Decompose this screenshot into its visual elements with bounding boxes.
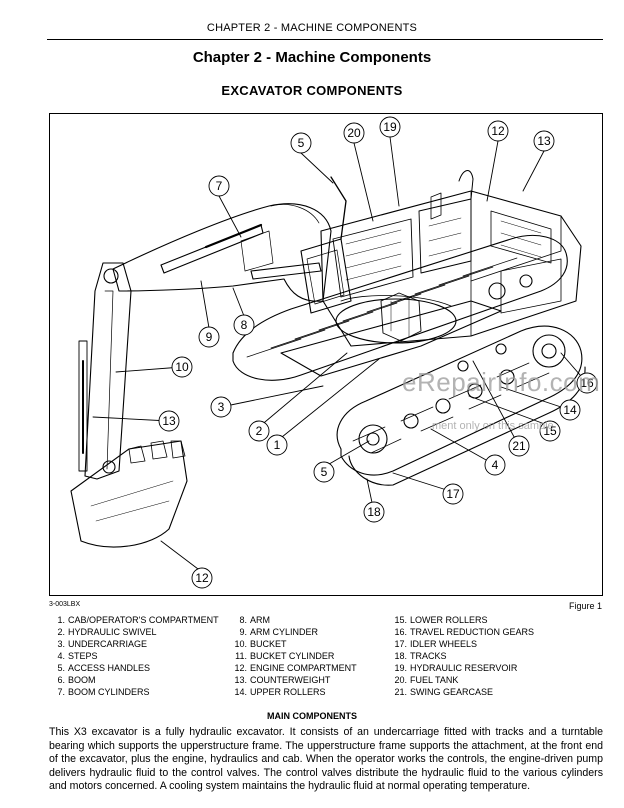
- callout-18: [363, 501, 385, 523]
- callout-10: [191, 567, 213, 589]
- header-rule: [47, 39, 603, 40]
- callout-label: 16: [580, 376, 594, 390]
- callout-label: 8: [241, 318, 248, 332]
- callout-17: [442, 483, 464, 505]
- callout-label: 2: [256, 424, 263, 438]
- callout-11: [158, 410, 180, 432]
- legend-item: 3.UNDERCARRIAGE: [57, 639, 148, 649]
- callout-3: [210, 396, 232, 418]
- legend-item: 12.ENGINE COMPARTMENT: [234, 663, 357, 673]
- callout-label: 12: [195, 571, 209, 585]
- legend-item: 18.TRACKS: [394, 651, 447, 661]
- callout-1: [266, 434, 288, 456]
- callout-label: 19: [383, 120, 397, 134]
- callout-8: [171, 356, 193, 378]
- front-track: [336, 325, 586, 486]
- legend-item: 14.UPPER ROLLERS: [234, 687, 326, 697]
- callouts: [158, 116, 598, 589]
- callout-2: [248, 420, 270, 442]
- callout-13: [533, 130, 555, 152]
- legend-item: 9.ARM CYLINDER: [239, 627, 319, 637]
- cab: [300, 176, 352, 314]
- callout-label: 9: [206, 330, 213, 344]
- callout-19: [379, 116, 401, 138]
- running-header: CHAPTER 2 - MACHINE COMPONENTS: [206, 22, 418, 34]
- callout-label: 20: [347, 126, 361, 140]
- legend-item: 2.HYDRAULIC SWIVEL: [57, 627, 157, 637]
- figure-code: 3-003LBX: [49, 601, 81, 608]
- callout-21: [508, 435, 530, 457]
- callout-label: 15: [543, 424, 557, 438]
- legend-item: 20.FUEL TANK: [394, 675, 459, 685]
- callout-label: 13: [162, 414, 176, 428]
- body-paragraph: This X3 excavator is a fully hydraulic e…: [49, 726, 603, 793]
- boom-cylinders: [160, 223, 322, 280]
- callout-label: 5: [321, 465, 328, 479]
- upperstructure: [320, 170, 582, 347]
- figure-label: Figure 1: [568, 601, 602, 611]
- watermark-notice: ment only on this sample: [432, 420, 554, 432]
- legend-item: 5.ACCESS HANDLES: [57, 663, 151, 673]
- legend-item: 10.BUCKET: [234, 639, 287, 649]
- excavator-drawing: 5 20 19 7 12 13 9 8 10 13 12 3 2 1 5 4 1…: [70, 116, 598, 589]
- callout-20: [343, 122, 365, 144]
- callout-label: 7: [216, 179, 223, 193]
- legend-item: 13.COUNTERWEIGHT: [234, 675, 331, 685]
- callout-9: [198, 326, 220, 348]
- legend-item: 16.TRAVEL REDUCTION GEARS: [394, 627, 535, 637]
- callout-14: [559, 399, 581, 421]
- legend-item: 17.IDLER WHEELS: [394, 639, 478, 649]
- callout-5a: [290, 132, 312, 154]
- legend-item: 11.BUCKET CYLINDER: [235, 651, 335, 661]
- legend-item: 7.BOOM CYLINDERS: [57, 687, 150, 697]
- callout-label: 1: [274, 438, 281, 452]
- callout-numbers: 5 20 19 7 12 13 9 8 10 13 12 3 2 1 5 4 1…: [162, 120, 594, 585]
- legend-item: 21.SWING GEARCASE: [394, 687, 494, 697]
- legend-item: 6.BOOM: [57, 675, 96, 685]
- chapter-title: Chapter 2 - Machine Components: [192, 49, 432, 66]
- boom: [112, 203, 332, 302]
- callout-label: 3: [218, 400, 225, 414]
- leader-lines: [92, 136, 588, 573]
- callout-4: [484, 454, 506, 476]
- legend-item: 19.HYDRAULIC RESERVOIR: [394, 663, 518, 673]
- callout-6: [233, 314, 255, 336]
- bucket: [70, 440, 188, 548]
- arm: [78, 262, 132, 480]
- watermark-brand: eRepairInfo.com: [402, 367, 601, 397]
- legend-item: 15.LOWER ROLLERS: [394, 615, 488, 625]
- excavator-figure: 5 20 19 7 12 13 9 8 10 13 12 3 2 1 5 4 1…: [49, 113, 603, 596]
- callout-label: 14: [563, 403, 577, 417]
- legend-item: 8.ARM: [239, 615, 270, 625]
- callout-label: 12: [491, 124, 505, 138]
- callout-7: [208, 175, 230, 197]
- callout-label: 5: [298, 136, 305, 150]
- callout-16: [576, 372, 598, 394]
- callout-15: [539, 420, 561, 442]
- main-components-heading: MAIN COMPONENTS: [267, 711, 357, 721]
- callout-12: [487, 120, 509, 142]
- callout-label: 18: [367, 505, 381, 519]
- callout-label: 4: [492, 458, 499, 472]
- callout-label: 17: [446, 487, 460, 501]
- callout-label: 10: [175, 360, 189, 374]
- legend-item: 4.STEPS: [57, 651, 98, 661]
- section-title: EXCAVATOR COMPONENTS: [221, 83, 403, 98]
- callout-5b: [313, 461, 335, 483]
- legend-item: 1.CAB/OPERATOR'S COMPARTMENT: [57, 615, 219, 625]
- callout-label: 13: [537, 134, 551, 148]
- rear-track: [232, 234, 568, 381]
- callout-label: 21: [512, 439, 526, 453]
